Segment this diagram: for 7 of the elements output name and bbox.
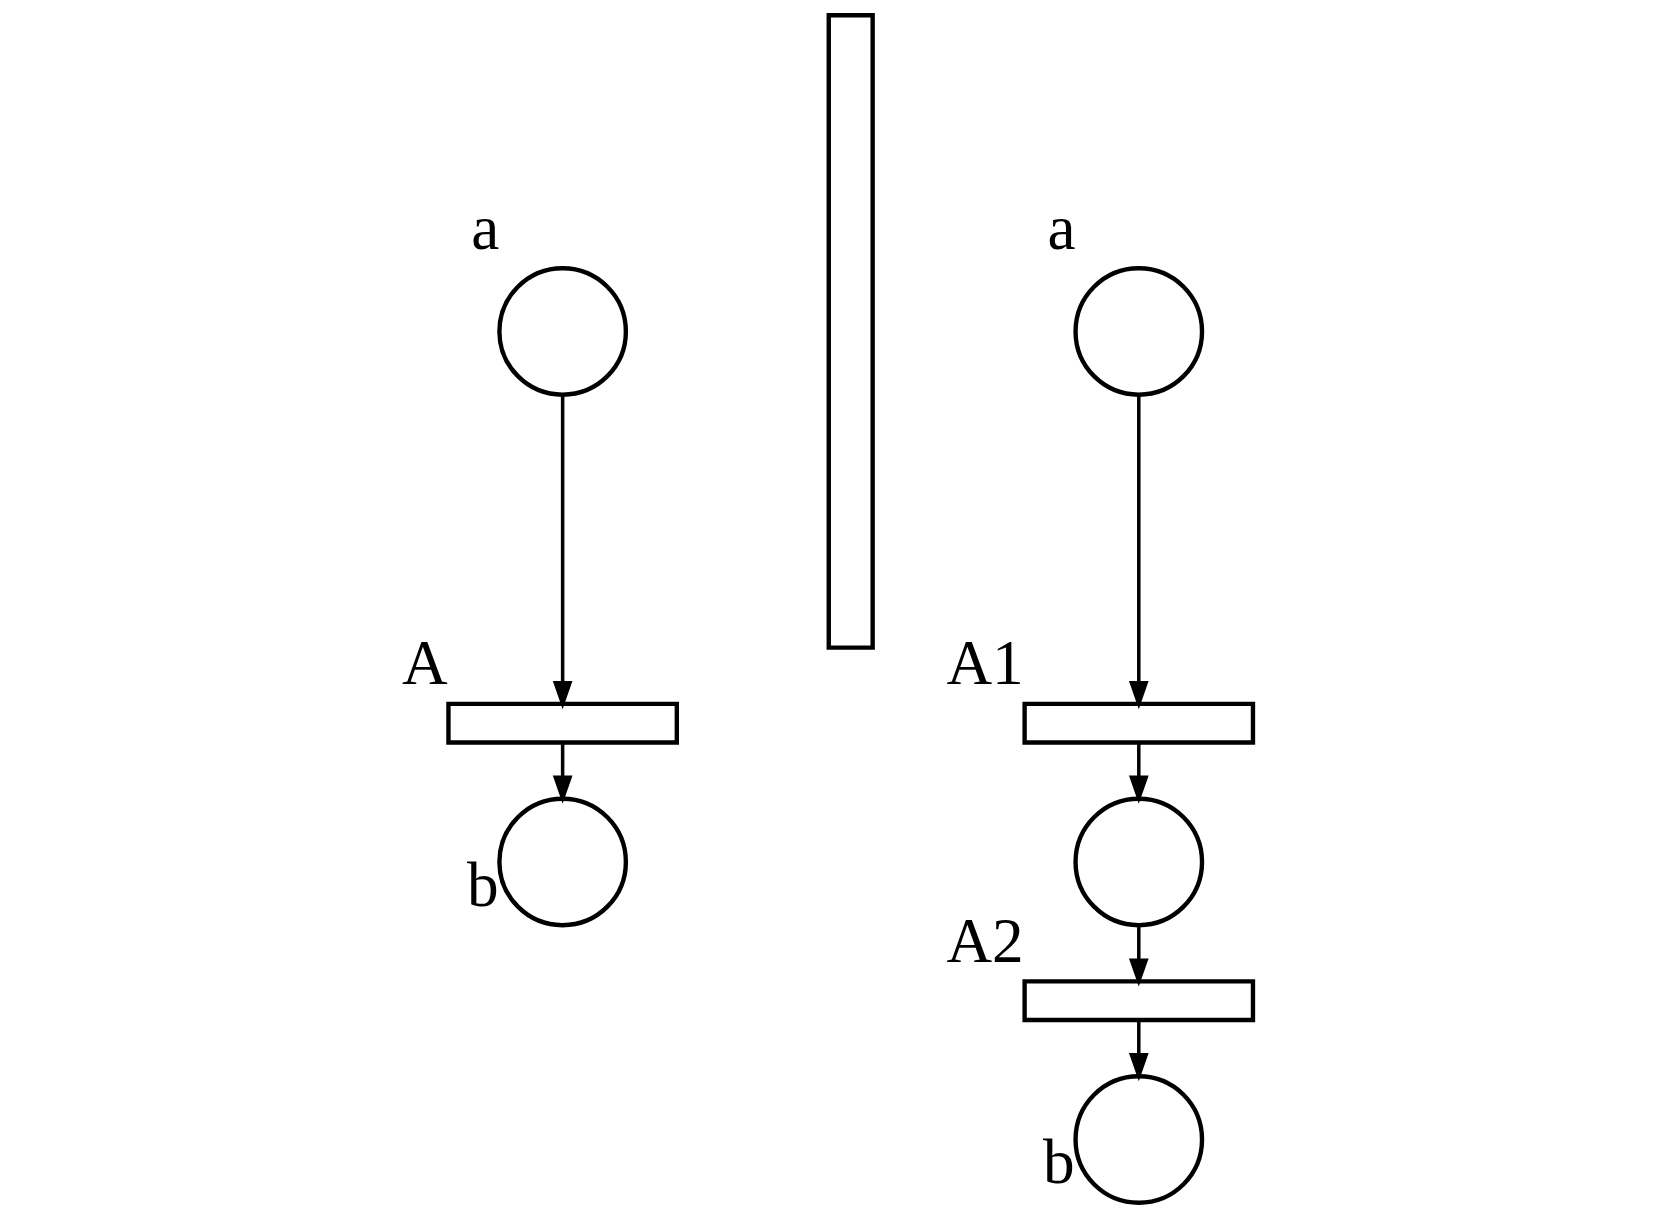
node-label: b — [1043, 1127, 1075, 1198]
node-label: A2 — [946, 905, 1024, 976]
node-label: A — [401, 628, 448, 699]
node-label: a — [471, 192, 500, 263]
node-label: b — [466, 849, 499, 920]
node-label: a — [1047, 192, 1076, 263]
node-label: A1 — [946, 628, 1024, 699]
